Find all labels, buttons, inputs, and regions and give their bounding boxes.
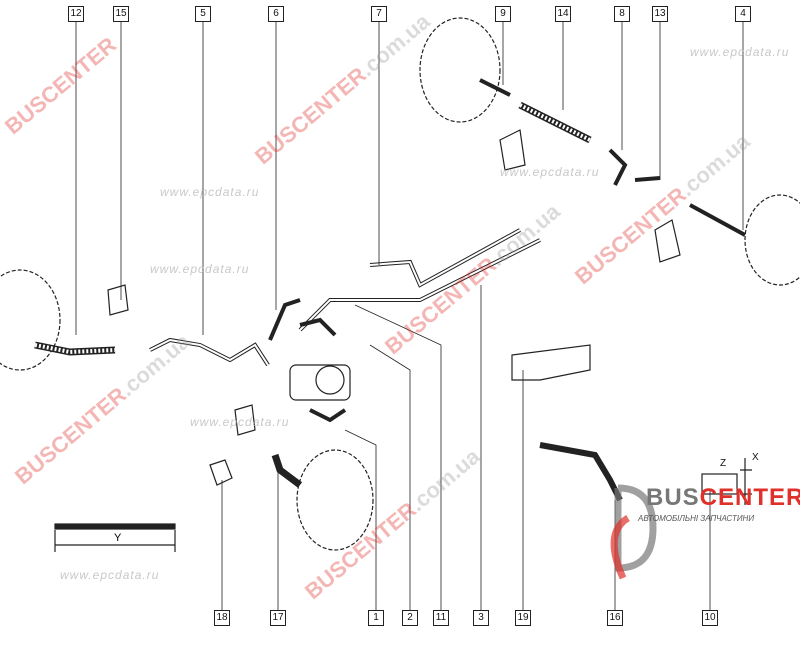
bracket-rear [234, 404, 256, 436]
logo-text: BUSCENTER [646, 484, 800, 512]
scale-label-y: Y [114, 532, 122, 544]
detail-10-fitting [701, 473, 738, 495]
logo-mark [610, 484, 657, 580]
wheel-rear-right [296, 449, 374, 551]
logo-bus: BUS [646, 484, 700, 511]
part-19 [511, 344, 591, 381]
callout-1: 1 [368, 610, 384, 626]
wheel-rear-left [0, 269, 61, 371]
callout-15: 15 [113, 6, 129, 22]
callout-9: 9 [495, 6, 511, 22]
pipe-6 [268, 298, 301, 341]
hose-14 [518, 101, 592, 144]
detail-label-z: Z [720, 458, 727, 469]
bracket-right [654, 219, 681, 263]
watermark-site: www.epcdata.ru [690, 45, 790, 59]
pipe-8 [608, 148, 628, 186]
scale-bar [54, 523, 176, 530]
callout-19: 19 [515, 610, 531, 626]
bracket-15 [107, 284, 129, 316]
callout-7: 7 [371, 6, 387, 22]
callout-12: 12 [68, 6, 84, 22]
callout-18: 18 [214, 610, 230, 626]
callout-11: 11 [433, 610, 449, 626]
pipe-9 [479, 78, 511, 97]
hose-17 [271, 453, 303, 488]
callout-16: 16 [607, 610, 623, 626]
callout-3: 3 [473, 610, 489, 626]
callout-8: 8 [614, 6, 630, 22]
wheel-front-left [419, 17, 501, 123]
pipe-4 [689, 203, 746, 237]
leaders [75, 22, 744, 612]
pipe-2 [299, 317, 337, 337]
callout-13: 13 [652, 6, 668, 22]
callout-6: 6 [268, 6, 284, 22]
callout-14: 14 [555, 6, 571, 22]
buscenter-logo: BUSCENTER АВТОМОБІЛЬНІ ЗАПЧАСТИНИ [598, 478, 800, 598]
watermark-site: www.epcdata.ru [160, 185, 260, 199]
pipe-13 [634, 176, 661, 182]
pipe-1 [309, 408, 347, 423]
part-18 [209, 459, 233, 486]
detail-label-x: X [752, 452, 759, 463]
logo-center: CENTER [699, 484, 800, 511]
watermark-site: www.epcdata.ru [500, 165, 600, 179]
callout-5: 5 [195, 6, 211, 22]
watermark-site: www.epcdata.ru [60, 568, 160, 582]
callout-4: 4 [735, 6, 751, 22]
logo-subtitle: АВТОМОБІЛЬНІ ЗАПЧАСТИНИ [638, 514, 755, 523]
wheel-front-right [744, 194, 800, 286]
callout-10: 10 [702, 610, 718, 626]
brake-regulator [289, 364, 351, 401]
watermark-site: www.epcdata.ru [190, 415, 290, 429]
bracket-front [499, 129, 526, 171]
watermark-site: www.epcdata.ru [150, 262, 250, 276]
callout-17: 17 [270, 610, 286, 626]
callout-2: 2 [402, 610, 418, 626]
